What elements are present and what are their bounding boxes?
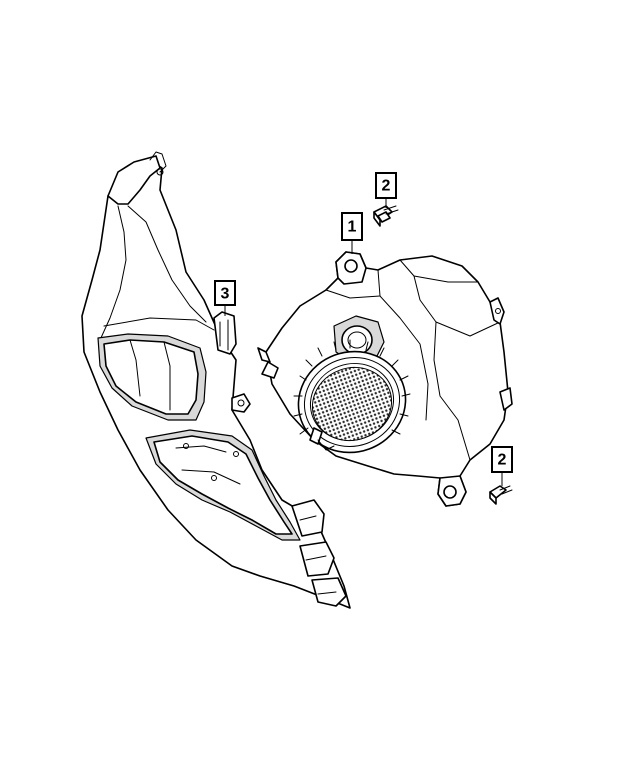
speaker-enclosure xyxy=(257,251,513,507)
screw-upper xyxy=(373,205,399,227)
screw-lower xyxy=(489,485,513,505)
callout-2-lower: 2 xyxy=(491,446,513,473)
callout-3: 3 xyxy=(214,280,236,306)
callout-2-upper: 2 xyxy=(375,172,397,199)
svg-text:1: 1 xyxy=(348,219,357,236)
svg-text:2: 2 xyxy=(382,178,391,195)
svg-text:2: 2 xyxy=(498,452,507,469)
callout-1: 1 xyxy=(341,212,363,241)
svg-text:3: 3 xyxy=(221,286,230,303)
trim-panel xyxy=(81,151,351,609)
